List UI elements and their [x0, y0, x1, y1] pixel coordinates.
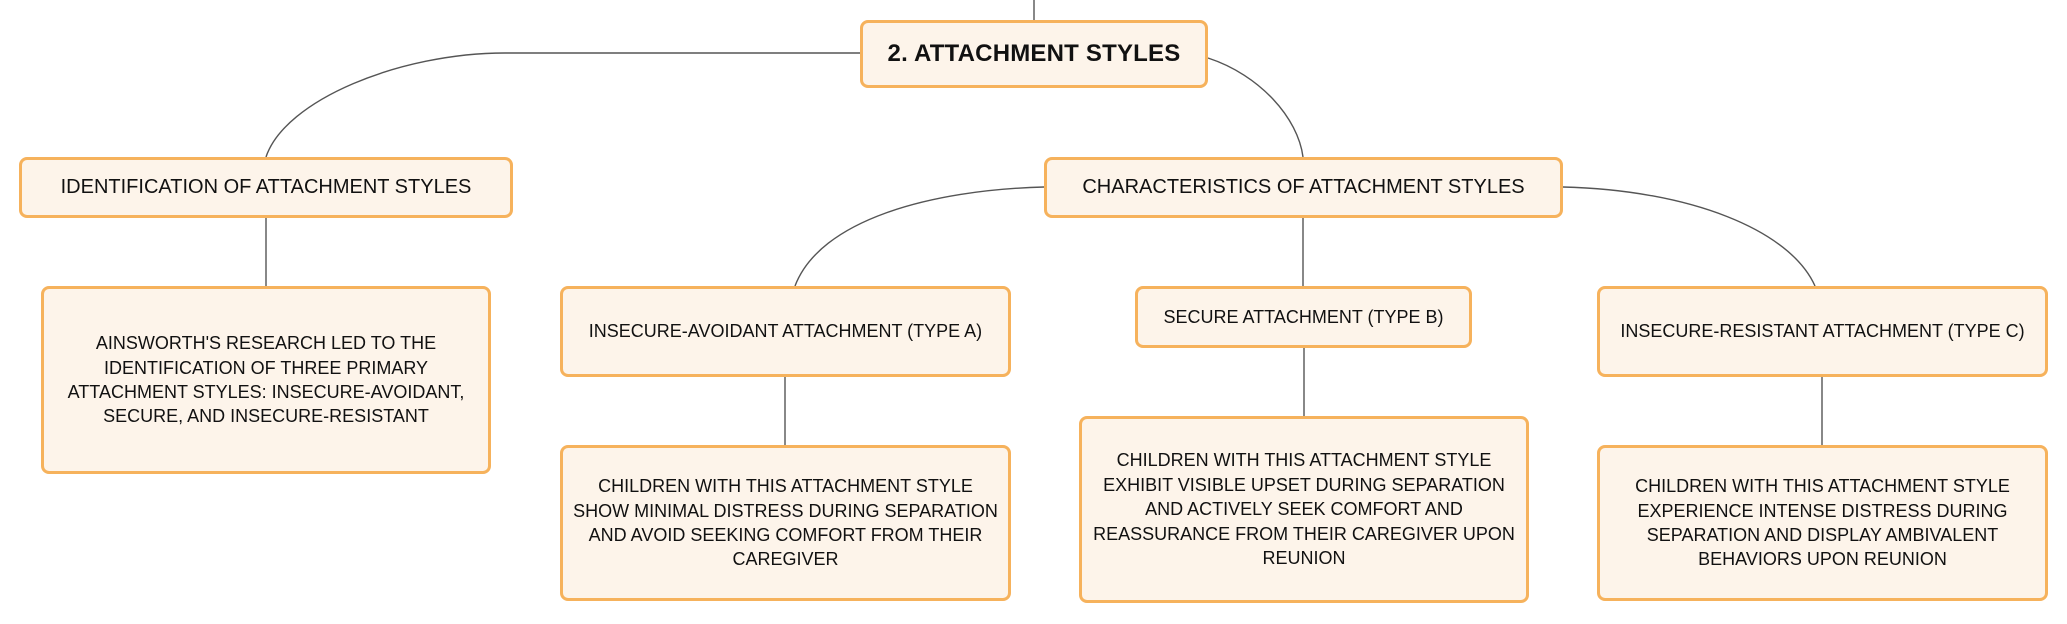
type-b-node[interactable]: SECURE ATTACHMENT (TYPE B): [1135, 286, 1472, 348]
identification-node-label: IDENTIFICATION OF ATTACHMENT STYLES: [60, 175, 472, 198]
identification-detail-node[interactable]: AINSWORTH'S RESEARCH LED TO THE IDENTIFI…: [41, 286, 491, 474]
connector-characteristics-type-c: [1562, 186, 1816, 287]
type-b-node-label: SECURE ATTACHMENT (TYPE B): [1163, 306, 1444, 327]
root-node-label: 2. ATTACHMENT STYLES: [887, 39, 1181, 67]
connector-characteristics-type-a: [794, 186, 1045, 287]
characteristics-node[interactable]: CHARACTERISTICS OF ATTACHMENT STYLES: [1044, 157, 1563, 218]
connector-root-characteristics: [1207, 57, 1304, 158]
type-a-detail-text: CHILDREN WITH THIS ATTACHMENT STYLE SHOW…: [573, 476, 998, 570]
type-c-detail-node[interactable]: CHILDREN WITH THIS ATTACHMENT STYLE EXPE…: [1597, 445, 2048, 601]
identification-node[interactable]: IDENTIFICATION OF ATTACHMENT STYLES: [19, 157, 513, 218]
type-c-node-label: INSECURE-RESISTANT ATTACHMENT (TYPE C): [1620, 321, 2025, 342]
type-a-detail-node[interactable]: CHILDREN WITH THIS ATTACHMENT STYLE SHOW…: [560, 445, 1011, 601]
identification-detail-text: AINSWORTH'S RESEARCH LED TO THE IDENTIFI…: [67, 333, 465, 427]
type-a-node-label: INSECURE-AVOIDANT ATTACHMENT (TYPE A): [588, 321, 983, 342]
type-b-detail-text: CHILDREN WITH THIS ATTACHMENT STYLE EXHI…: [1093, 450, 1515, 569]
connector-root-identification: [265, 52, 860, 158]
type-c-node[interactable]: INSECURE-RESISTANT ATTACHMENT (TYPE C): [1597, 286, 2048, 377]
characteristics-node-label: CHARACTERISTICS OF ATTACHMENT STYLES: [1082, 175, 1525, 198]
type-c-detail-text: CHILDREN WITH THIS ATTACHMENT STYLE EXPE…: [1635, 476, 2010, 570]
type-a-node[interactable]: INSECURE-AVOIDANT ATTACHMENT (TYPE A): [560, 286, 1011, 377]
type-b-detail-node[interactable]: CHILDREN WITH THIS ATTACHMENT STYLE EXHI…: [1079, 416, 1529, 603]
root-node[interactable]: 2. ATTACHMENT STYLES: [860, 20, 1208, 88]
